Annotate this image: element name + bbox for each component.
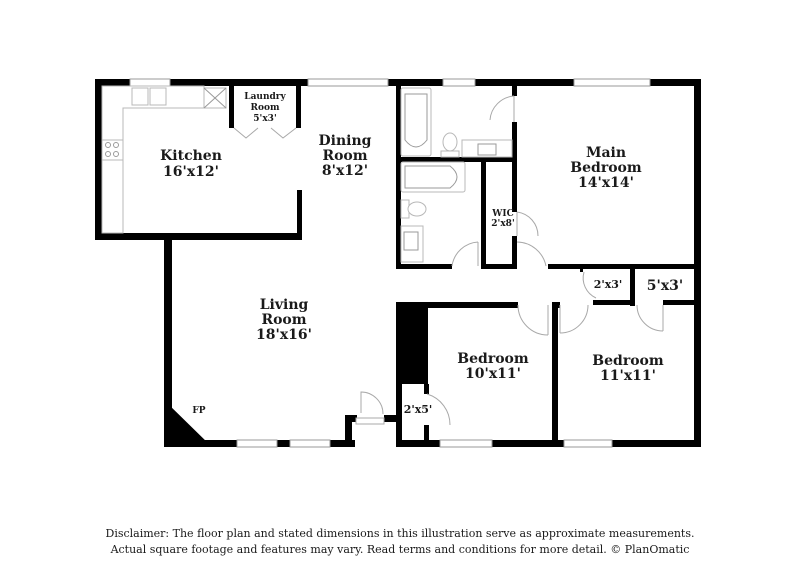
fireplace [164, 400, 212, 447]
living-label-1: Living [260, 297, 309, 313]
door-bedroom-3[interactable] [559, 304, 589, 334]
laundry-dims: 5'x3' [253, 114, 276, 124]
door-closet-bed3[interactable] [636, 304, 664, 332]
kitchen-label: Kitchen [160, 148, 222, 164]
dining-dims: 8'x12' [322, 163, 368, 179]
closet-hall-dims: 2'x3' [594, 278, 623, 291]
bedroom-2-label: Bedroom [457, 351, 529, 367]
windows [129, 78, 651, 448]
sink-icon [131, 87, 149, 106]
dining-label-1: Dining [319, 133, 372, 149]
window-bedroom-2 [439, 439, 493, 448]
closet-entry-dims: 2'x5' [404, 403, 433, 416]
bath-fixtures [400, 87, 513, 263]
living-dims: 18'x16' [256, 327, 312, 343]
fireplace-label: FP [192, 406, 205, 416]
main-bedroom-label-2: Bedroom [570, 160, 642, 176]
wic-label: WIC [491, 209, 513, 219]
closet-bed3-dims: 5'x3' [647, 278, 683, 294]
main-bedroom-dims: 14'x14' [578, 175, 634, 191]
laundry-bifold-doors [233, 127, 297, 139]
room-labels: Kitchen 16'x12' Laundry Room 5'x3' Dinin… [160, 92, 683, 416]
bedroom-3-dims: 11'x11' [600, 368, 656, 384]
stove-icon [101, 139, 124, 161]
window-bath [442, 78, 476, 87]
disclaimer-line-1: Disclaimer: The floor plan and stated di… [105, 527, 695, 540]
vanity-icon [461, 139, 513, 158]
toilet-icon [442, 132, 458, 152]
window-bedroom-3 [563, 439, 613, 448]
wic-dims: 2'x8' [491, 219, 514, 229]
door-closet-entry[interactable] [426, 393, 451, 426]
window-main-bedroom [573, 78, 651, 87]
kitchen-fixtures [101, 85, 227, 234]
living-label-2: Room [261, 312, 306, 328]
window-kitchen [129, 78, 171, 87]
door-entry[interactable] [360, 391, 384, 415]
door-closet-hall[interactable] [582, 271, 597, 299]
window-living-1 [236, 439, 278, 448]
window-dining [307, 78, 389, 87]
doors [355, 95, 664, 426]
door-hall-bath[interactable] [451, 241, 479, 267]
toilet-icon [407, 201, 427, 217]
laundry-label-2: Room [250, 103, 279, 113]
window-living-2 [289, 439, 331, 448]
disclaimer-line-2: Actual square footage and features may v… [110, 543, 690, 556]
bathtub-icon [400, 87, 432, 157]
laundry-label-1: Laundry [244, 92, 286, 102]
door-wic[interactable] [516, 211, 539, 237]
walls [95, 79, 701, 447]
door-main-bath[interactable] [489, 95, 515, 121]
bathtub-icon [400, 161, 466, 193]
bedroom-3-label: Bedroom [592, 353, 664, 369]
main-bedroom-label-1: Main [586, 145, 626, 161]
door-bedroom-2[interactable] [517, 304, 549, 336]
kitchen-dims: 16'x12' [163, 164, 219, 180]
dining-label-2: Room [322, 148, 367, 164]
door-main-bedroom[interactable] [516, 241, 547, 267]
bedroom-2-dims: 10'x11' [465, 366, 521, 382]
